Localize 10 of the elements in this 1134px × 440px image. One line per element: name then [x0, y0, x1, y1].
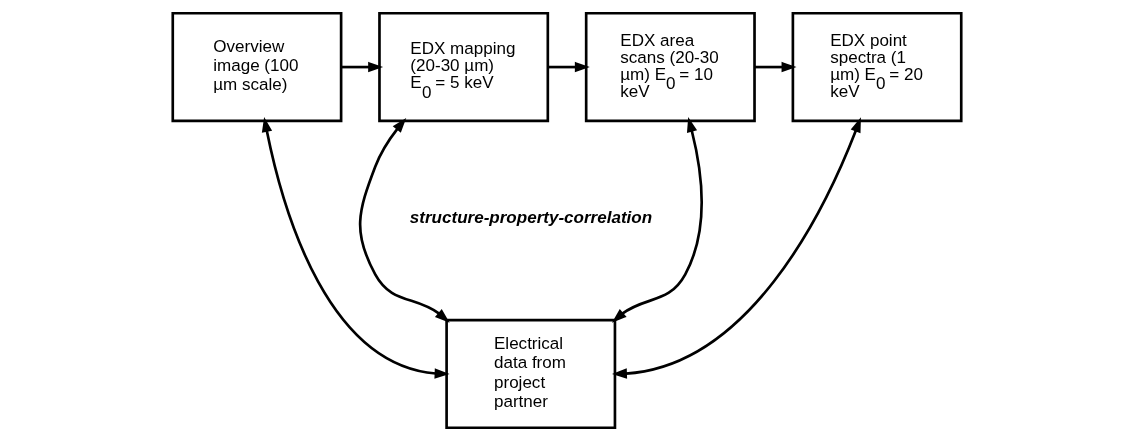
- arrow: [612, 116, 861, 379]
- arrow: [548, 61, 590, 72]
- arrow: [358, 117, 450, 323]
- label: structure-property-correlation: [409, 207, 653, 227]
- arrow: [611, 116, 703, 323]
- arrow: [341, 61, 384, 72]
- arrow: [754, 61, 797, 72]
- node-box: Electrical data from project partner: [445, 318, 617, 429]
- node-box: Overview image (100 µm scale): [171, 11, 343, 122]
- arrow: [261, 116, 450, 379]
